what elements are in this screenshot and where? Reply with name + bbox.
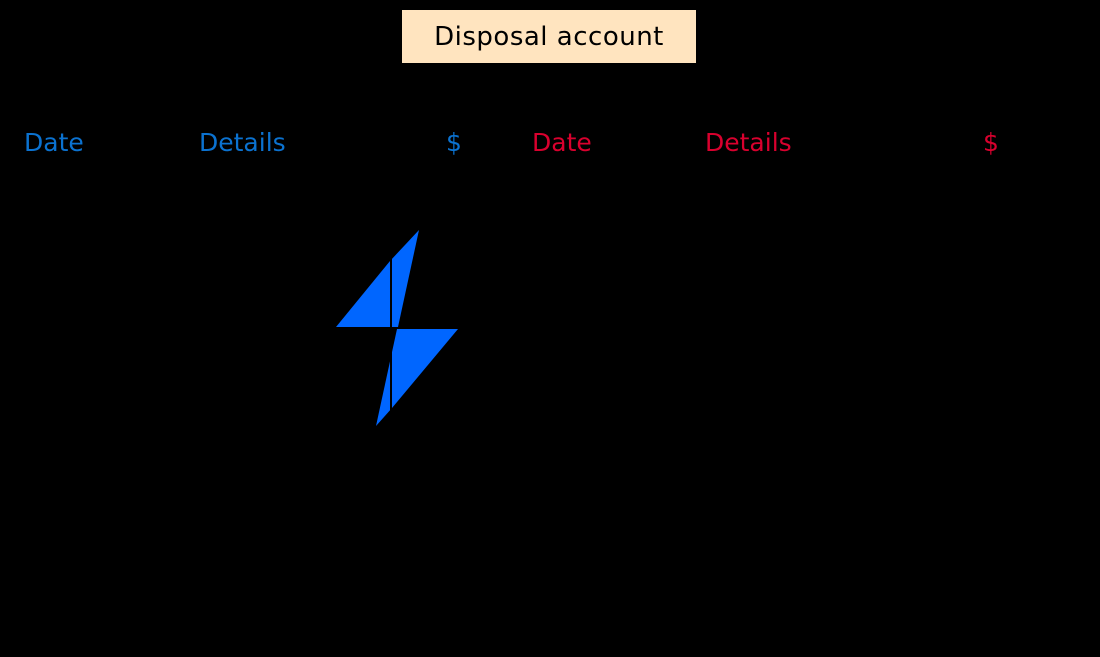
credit-date-header: Date	[532, 128, 592, 157]
debit-date-header: Date	[24, 128, 84, 157]
credit-amount-header: $	[983, 128, 999, 157]
credit-details-header: Details	[705, 128, 792, 157]
account-title-label: Disposal account	[434, 21, 664, 52]
debit-amount-header: $	[446, 128, 462, 157]
debit-details-header: Details	[199, 128, 286, 157]
account-title: Disposal account	[401, 9, 697, 64]
lightning-bolt-icon	[336, 230, 458, 426]
